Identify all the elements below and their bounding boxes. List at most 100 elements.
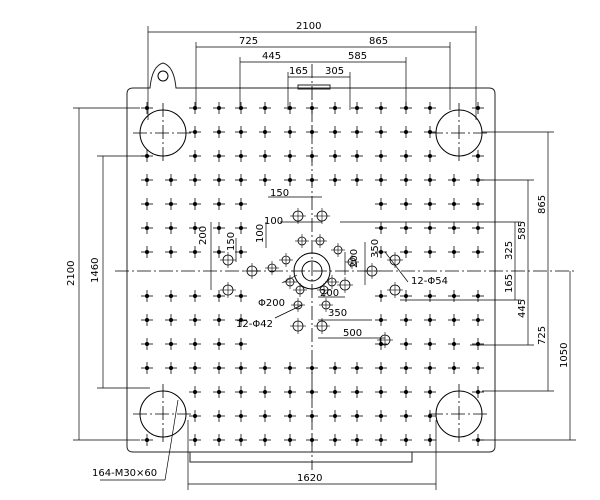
m30-hole (189, 198, 201, 210)
m30-hole (472, 198, 484, 210)
m30-hole (306, 150, 318, 162)
m30-hole (351, 174, 363, 186)
m30-hole (165, 246, 177, 258)
m30-hole (400, 362, 412, 374)
m30-hole (189, 150, 201, 162)
m30-hole (306, 362, 318, 374)
m30-hole (165, 198, 177, 210)
m30-hole (400, 222, 412, 234)
m30-hole (306, 410, 318, 422)
m30-hole (259, 386, 271, 398)
m30-hole (213, 198, 225, 210)
m30-hole (235, 174, 247, 186)
m30-hole (284, 150, 296, 162)
bottom-tab (189, 452, 413, 463)
m30-hole (329, 434, 341, 446)
m30-hole (329, 386, 341, 398)
phi54-hole (290, 318, 306, 334)
m30-hole (400, 338, 412, 350)
m30-hole (472, 150, 484, 162)
m30-hole (424, 246, 436, 258)
m30-hole (141, 434, 153, 446)
phi42-hole (317, 283, 331, 297)
dim-left-200: 200 (198, 226, 209, 245)
dim-top-2100: 2100 (296, 21, 321, 32)
m30-hole (472, 314, 484, 326)
m30-hole (375, 222, 387, 234)
m30-hole (259, 434, 271, 446)
m30-hole (213, 434, 225, 446)
m30-hole (284, 434, 296, 446)
m30-hole (235, 222, 247, 234)
m30-hole (235, 290, 247, 302)
phi54-hole (220, 282, 236, 298)
m30-hole (235, 246, 247, 258)
m30-hole (259, 410, 271, 422)
m30-hole (235, 362, 247, 374)
m30-hole (189, 126, 201, 138)
callout-phi200: Φ200 (258, 298, 285, 309)
m30-hole (141, 314, 153, 326)
m30-hole (351, 102, 363, 114)
m30-hole (329, 102, 341, 114)
m30-hole (141, 338, 153, 350)
dim-top-165: 165 (289, 66, 308, 77)
dim-left-1460: 1460 (90, 258, 101, 283)
m30-hole (400, 386, 412, 398)
phi42-hole (325, 275, 339, 289)
dim-right-725: 725 (537, 326, 548, 345)
m30-hole (400, 126, 412, 138)
m30-hole (213, 222, 225, 234)
dim-right-1050: 1050 (559, 343, 570, 368)
m30-hole (235, 314, 247, 326)
phi54-hole (337, 277, 353, 293)
m30-hole (375, 410, 387, 422)
m30-hole (213, 386, 225, 398)
dim-right-325: 325 (504, 241, 515, 260)
m30-hole (448, 174, 460, 186)
right-dimension-lines (340, 131, 576, 441)
m30-hole (375, 434, 387, 446)
m30-hole (472, 362, 484, 374)
dim-right-445: 445 (517, 299, 528, 318)
m30-hole (259, 174, 271, 186)
m30-hole (448, 362, 460, 374)
m30-hole (400, 198, 412, 210)
m30-hole (165, 174, 177, 186)
dim-left-150: 150 (226, 232, 237, 251)
left-dimension-lines (73, 107, 267, 441)
m30-hole (424, 434, 436, 446)
m30-hole (165, 314, 177, 326)
m30-hole (400, 174, 412, 186)
phi54-hole (244, 263, 260, 279)
m30-hole (424, 362, 436, 374)
dim-right-865: 865 (537, 195, 548, 214)
m30-hole (284, 410, 296, 422)
m30-hole (375, 198, 387, 210)
m30-hole (375, 362, 387, 374)
m30-hole (213, 174, 225, 186)
m30-hole (400, 246, 412, 258)
m30-hole (424, 198, 436, 210)
m30-hole (189, 222, 201, 234)
dim-top-725: 725 (239, 36, 258, 47)
m30-hole (213, 338, 225, 350)
m30-hole (351, 410, 363, 422)
m30-hole (306, 174, 318, 186)
m30-hole (424, 150, 436, 162)
ejector-holes (220, 208, 403, 348)
m30-hole (141, 362, 153, 374)
m30-hole (400, 150, 412, 162)
m30-hole (448, 246, 460, 258)
m30-hole (424, 410, 436, 422)
m30-hole (165, 290, 177, 302)
dim-right-585: 585 (517, 221, 528, 240)
dim-top-585: 585 (348, 51, 367, 62)
m30-hole (306, 126, 318, 138)
m30-hole (472, 102, 484, 114)
m30-hole (189, 338, 201, 350)
m30-hole (284, 362, 296, 374)
dim-center-500: 500 (343, 328, 362, 339)
phi42-hole (345, 255, 359, 269)
